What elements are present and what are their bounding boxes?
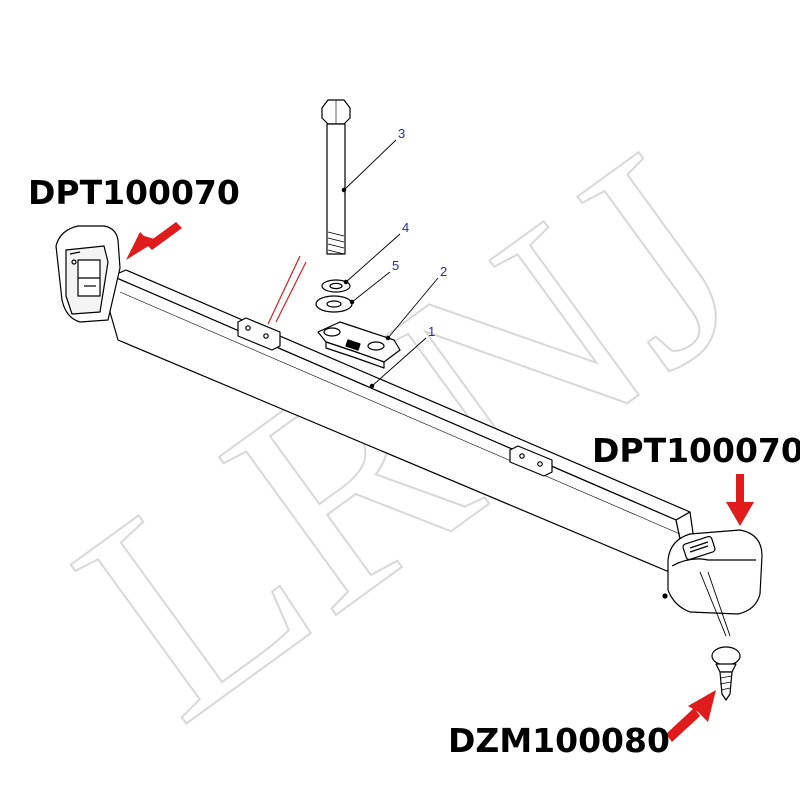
bumper-bar bbox=[109, 269, 695, 575]
spring-washer bbox=[321, 279, 351, 293]
callout-3: 3 bbox=[398, 126, 405, 141]
right-end-cap bbox=[662, 529, 763, 615]
callout-numbers: 3 4 5 2 1 bbox=[392, 126, 447, 339]
leader-lines bbox=[341, 139, 731, 637]
arrow-right-cap bbox=[726, 474, 754, 526]
part-label-right-cap: DPT100070 bbox=[592, 431, 800, 470]
part-label-screw: DZM100080 bbox=[448, 721, 670, 760]
pointer-arrows bbox=[126, 222, 754, 742]
callout-4: 4 bbox=[402, 220, 409, 235]
clamp-bracket bbox=[317, 321, 401, 369]
arrow-left-cap bbox=[126, 222, 182, 260]
screw bbox=[711, 646, 741, 701]
callout-1: 1 bbox=[428, 324, 435, 339]
callout-5: 5 bbox=[392, 258, 399, 273]
arrow-screw bbox=[666, 690, 716, 742]
left-end-cap bbox=[55, 225, 121, 323]
callout-2: 2 bbox=[440, 264, 447, 279]
part-label-left-cap: DPT100070 bbox=[28, 173, 240, 212]
install-guide-lines bbox=[267, 255, 307, 325]
flat-washer bbox=[315, 295, 353, 313]
bolt bbox=[321, 99, 351, 255]
